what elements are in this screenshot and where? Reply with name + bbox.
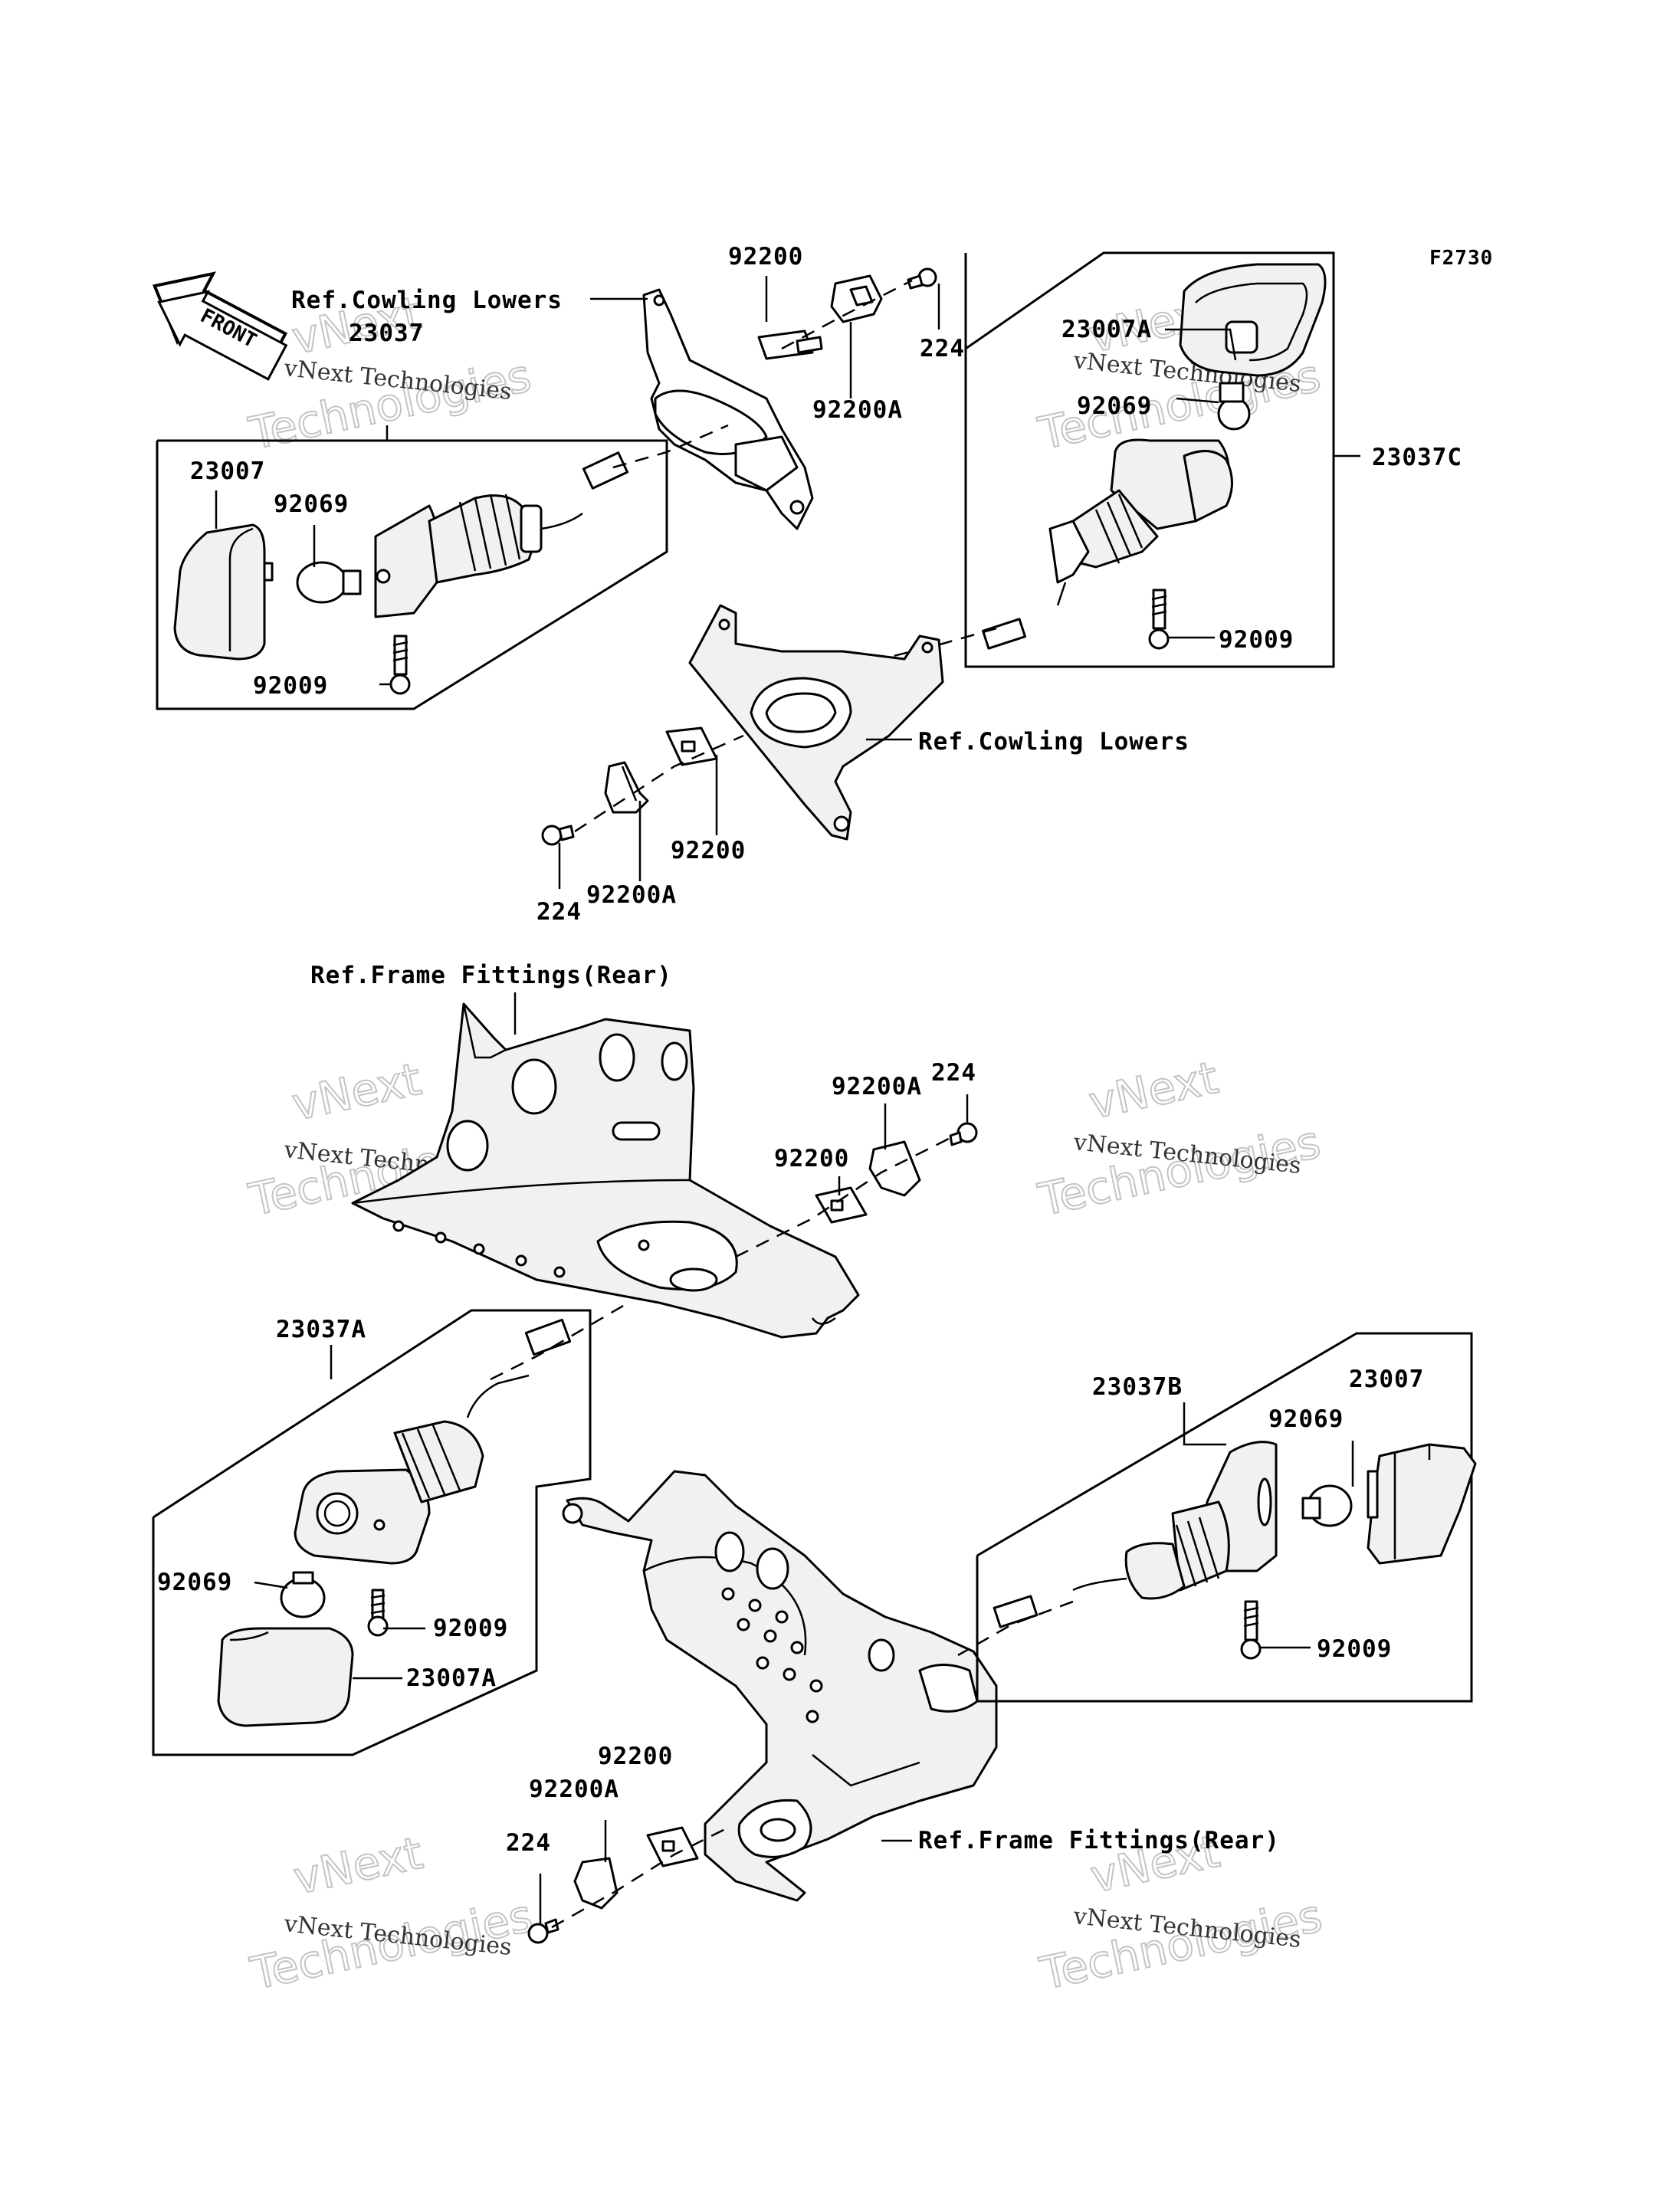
label-23007-top-left: 23007 xyxy=(190,457,265,485)
lens-23007-front-left xyxy=(173,523,274,661)
clip-92200-top xyxy=(757,330,823,360)
label-23007a-top: 23007A xyxy=(1061,316,1152,343)
label-23007a-bottom-left: 23007A xyxy=(406,1664,497,1692)
cowling-lower-bracket-lower xyxy=(688,604,944,841)
label-224-a: 224 xyxy=(920,335,965,362)
screw-92009-front-right xyxy=(1148,589,1170,650)
label-92200-c: 92200 xyxy=(774,1145,849,1172)
label-224-c: 224 xyxy=(931,1059,976,1087)
housing-23037c-front-right xyxy=(982,438,1233,650)
label-92009-top-right: 92009 xyxy=(1219,626,1294,654)
screw-224-bottom xyxy=(527,1918,559,1944)
label-ref-frame-fittings-2: Ref.Frame Fittings(Rear) xyxy=(918,1827,1280,1854)
svg-text:vNext: vNext xyxy=(1084,1051,1222,1130)
bulb-92069-front-left xyxy=(296,561,362,604)
lens-23007a-front-right xyxy=(1179,263,1327,377)
label-92009-bottom-left: 92009 xyxy=(433,1615,508,1642)
housing-23037a-rear-left xyxy=(294,1318,572,1565)
label-92069-top-left: 92069 xyxy=(274,490,349,518)
clip-92200a-top xyxy=(830,274,883,323)
housing-23037b-rear-right xyxy=(993,1441,1278,1628)
label-92009-bottom-right: 92009 xyxy=(1317,1635,1392,1663)
label-23037b: 23037B xyxy=(1092,1373,1183,1401)
label-23007-bottom-right: 23007 xyxy=(1349,1366,1424,1393)
screw-224-top xyxy=(907,267,937,290)
screw-224-mid-a xyxy=(541,825,575,846)
bulb-92069-rear-left xyxy=(280,1571,326,1618)
clip-92200a-bottom xyxy=(573,1857,619,1910)
label-23037: 23037 xyxy=(349,320,424,347)
diagram-code: F2730 xyxy=(1429,247,1493,270)
watermark-bottom-left: vNext Technologies xyxy=(245,1826,538,2001)
clip-92200a-mid-a xyxy=(604,761,649,814)
label-92200-b: 92200 xyxy=(671,837,746,864)
lens-23007-rear-right xyxy=(1367,1443,1477,1565)
screw-92009-front-left xyxy=(389,635,411,695)
label-224-b: 224 xyxy=(536,898,582,926)
label-ref-cowling-lowers-1: Ref.Cowling Lowers xyxy=(291,287,563,314)
label-92200a-b: 92200A xyxy=(586,881,677,909)
screw-92009-rear-left xyxy=(367,1589,389,1637)
label-ref-cowling-lowers-2: Ref.Cowling Lowers xyxy=(918,728,1189,756)
assembly-box-23037 xyxy=(156,439,668,710)
assembly-box-23037a xyxy=(152,1309,592,1756)
housing-23037-front-left xyxy=(374,451,629,618)
label-224-d: 224 xyxy=(506,1829,551,1857)
clip-92200-mid-b xyxy=(815,1186,868,1224)
clip-92200a-mid-b xyxy=(868,1140,921,1197)
label-92200a-a: 92200A xyxy=(812,396,903,424)
watermark-mid-right: vNext Technologies xyxy=(1033,1051,1326,1227)
label-92069-bottom-left: 92069 xyxy=(157,1569,232,1596)
clip-92200-bottom xyxy=(646,1826,699,1867)
leader-lines xyxy=(215,276,1431,1923)
bulb-92069-front-right xyxy=(1217,382,1251,431)
lens-23007a-rear-left xyxy=(217,1627,354,1727)
label-92200-a: 92200 xyxy=(728,243,803,271)
label-92069-bottom-right: 92069 xyxy=(1268,1405,1344,1433)
frame-fitting-rear-upper xyxy=(351,1002,860,1339)
label-23037c: 23037C xyxy=(1372,444,1462,471)
screw-92009-rear-right xyxy=(1240,1600,1262,1660)
label-ref-frame-fittings-1: Ref.Frame Fittings(Rear) xyxy=(310,962,672,989)
assembly-box-23037b xyxy=(976,1332,1473,1703)
svg-text:vNext: vNext xyxy=(287,1053,425,1131)
label-92069-top-right: 92069 xyxy=(1077,392,1152,420)
assembly-box-23037c xyxy=(964,251,1335,668)
label-92009-top-left: 92009 xyxy=(253,672,328,700)
cowling-lower-bracket-upper xyxy=(642,288,814,530)
clip-92200-mid-a xyxy=(665,726,718,766)
label-92200-d: 92200 xyxy=(598,1743,673,1770)
svg-text:vNext: vNext xyxy=(289,1827,427,1905)
screw-224-mid-b xyxy=(949,1122,978,1146)
frame-fitting-rear-lower xyxy=(562,1470,998,1902)
bulb-92069-rear-right xyxy=(1301,1484,1353,1527)
label-92200a-c: 92200A xyxy=(832,1073,922,1100)
front-arrow-icon: FRONT xyxy=(152,271,288,381)
label-23037a: 23037A xyxy=(276,1316,366,1343)
label-92200a-d: 92200A xyxy=(529,1776,619,1803)
